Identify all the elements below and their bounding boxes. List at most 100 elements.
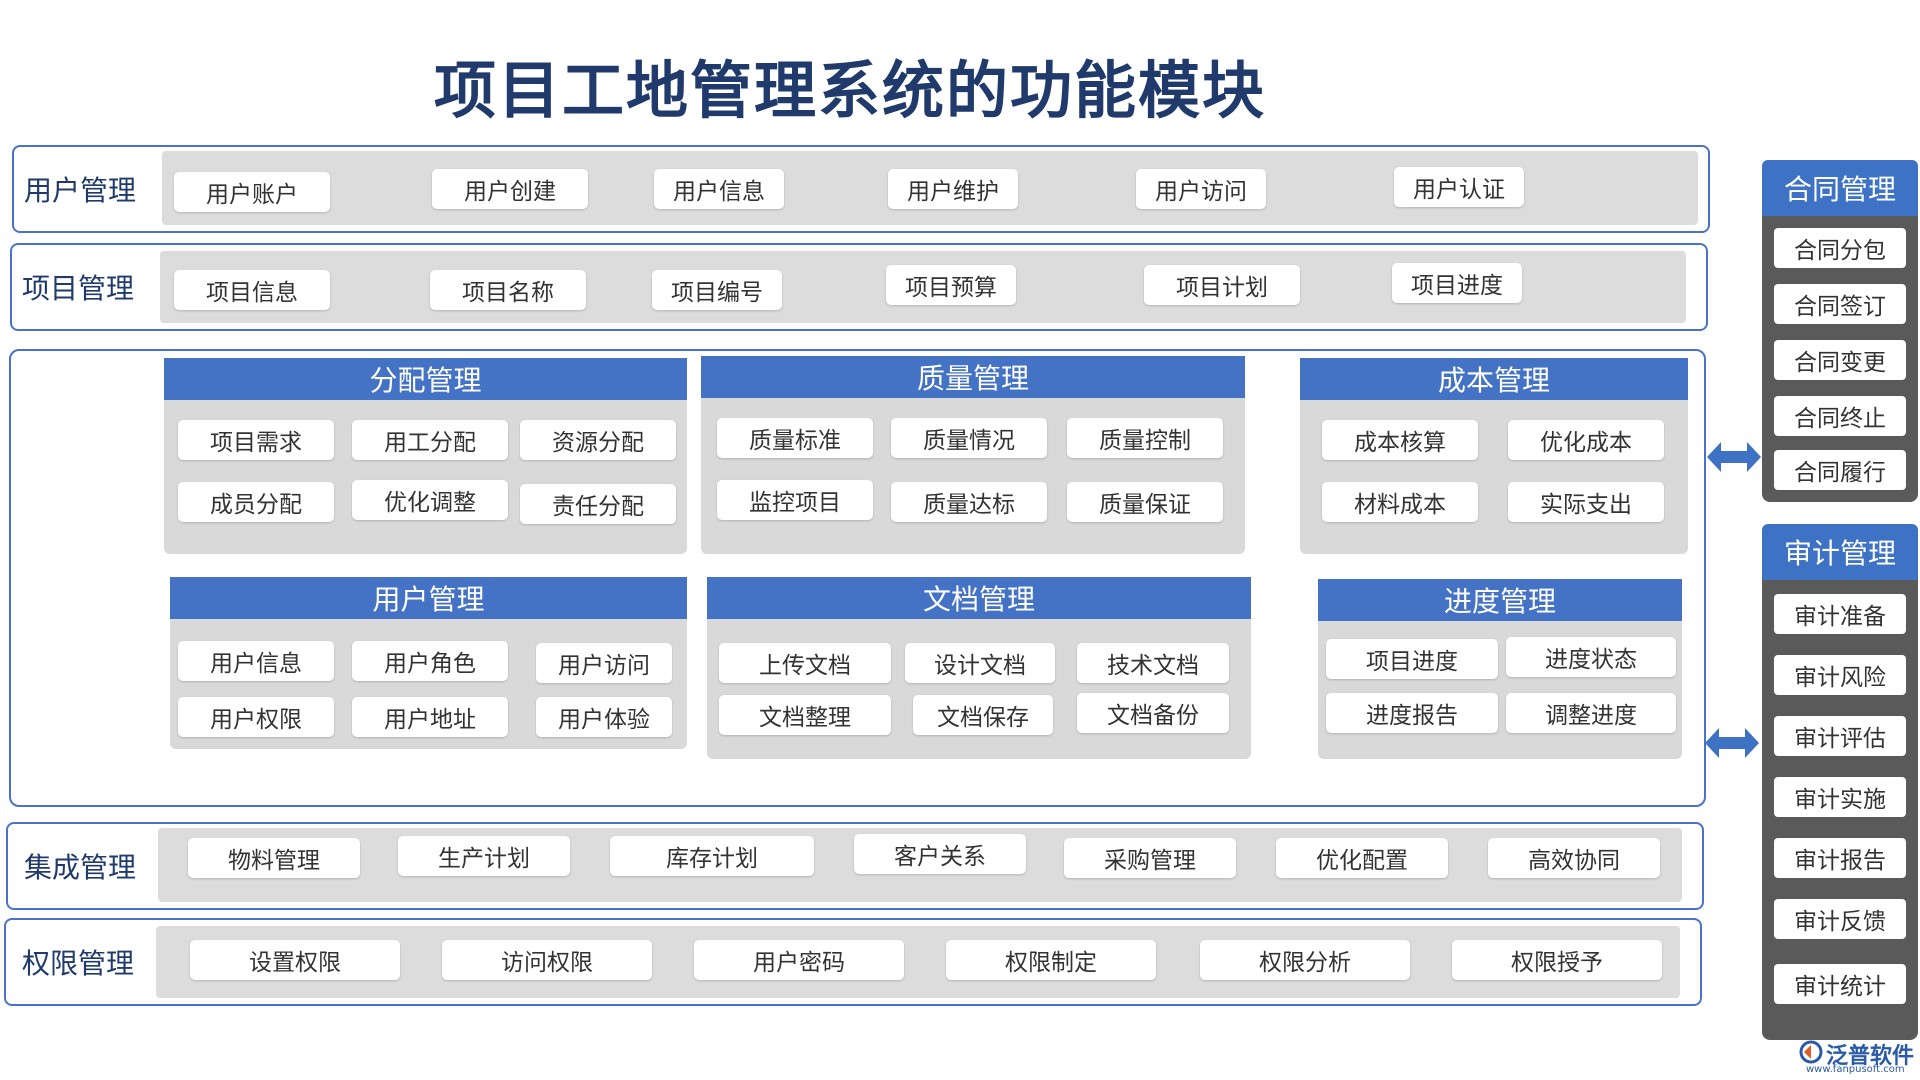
double-arrow-icon (1707, 442, 1761, 472)
module-item[interactable]: 监控项目 (717, 480, 873, 520)
core-modules-container: 分配管理 项目需求 用工分配 资源分配 成员分配 优化调整 责任分配 质量管理 … (9, 349, 1706, 807)
module-item[interactable]: 用户角色 (352, 641, 508, 681)
module-item[interactable]: 质量达标 (891, 482, 1047, 522)
contract-item[interactable]: 合同分包 (1774, 228, 1906, 268)
integration-item[interactable]: 高效协同 (1488, 838, 1660, 878)
project-number-item[interactable]: 项目编号 (652, 270, 782, 310)
permission-item[interactable]: 用户密码 (694, 940, 904, 980)
allocation-module: 分配管理 项目需求 用工分配 资源分配 成员分配 优化调整 责任分配 (164, 358, 687, 554)
permission-item[interactable]: 权限分析 (1200, 940, 1410, 980)
permission-item[interactable]: 访问权限 (442, 940, 652, 980)
brand-logo: 泛普软件 www.fanpusoft.com (1798, 1038, 1918, 1078)
project-management-row: 项目管理 项目信息 项目名称 项目编号 项目预算 项目计划 项目进度 (10, 243, 1708, 331)
integration-item[interactable]: 采购管理 (1064, 838, 1236, 878)
module-item[interactable]: 成本核算 (1322, 420, 1478, 460)
module-item[interactable]: 质量情况 (891, 418, 1047, 458)
row-label: 用户管理 (24, 174, 137, 207)
module-item[interactable]: 用户权限 (178, 697, 334, 737)
panel-title: 合同管理 (1762, 160, 1918, 216)
module-item[interactable]: 文档备份 (1077, 693, 1229, 733)
row-label: 集成管理 (24, 851, 137, 884)
module-item[interactable]: 用户体验 (536, 697, 672, 737)
contract-item[interactable]: 合同签订 (1774, 284, 1906, 324)
module-title: 文档管理 (707, 577, 1251, 619)
project-name-item[interactable]: 项目名称 (430, 270, 586, 310)
module-item[interactable]: 责任分配 (520, 484, 676, 524)
quality-module: 质量管理 质量标准 质量情况 质量控制 监控项目 质量达标 质量保证 (701, 356, 1245, 554)
module-item[interactable]: 质量保证 (1067, 482, 1223, 522)
panel-title: 审计管理 (1762, 524, 1918, 580)
row-panel (156, 926, 1680, 998)
module-item[interactable]: 用户地址 (352, 697, 508, 737)
user-maintain-item[interactable]: 用户维护 (888, 169, 1018, 209)
module-item[interactable]: 用户信息 (178, 641, 334, 681)
module-item[interactable]: 优化成本 (1508, 420, 1664, 460)
double-arrow-icon (1705, 728, 1759, 758)
module-item[interactable]: 资源分配 (520, 420, 676, 460)
module-item[interactable]: 上传文档 (719, 643, 891, 683)
audit-item[interactable]: 审计风险 (1774, 655, 1906, 695)
integration-item[interactable]: 客户关系 (854, 834, 1026, 874)
brand-logo-icon (1799, 1040, 1823, 1064)
integration-management-row: 集成管理 物料管理 生产计划 库存计划 客户关系 采购管理 优化配置 高效协同 (6, 822, 1704, 910)
module-item[interactable]: 进度报告 (1326, 693, 1498, 733)
module-title: 质量管理 (701, 356, 1245, 398)
module-item[interactable]: 材料成本 (1322, 482, 1478, 522)
permission-item[interactable]: 权限制定 (946, 940, 1156, 980)
user-module: 用户管理 用户信息 用户角色 用户访问 用户权限 用户地址 用户体验 (170, 577, 687, 749)
user-create-item[interactable]: 用户创建 (432, 169, 588, 209)
module-item[interactable]: 文档整理 (719, 695, 891, 735)
brand-name: 泛普软件 (1826, 1044, 1915, 1069)
module-item[interactable]: 调整进度 (1506, 693, 1676, 733)
row-label: 项目管理 (22, 272, 135, 305)
audit-item[interactable]: 审计评估 (1774, 716, 1906, 756)
module-item[interactable]: 优化调整 (352, 480, 508, 520)
module-item[interactable]: 技术文档 (1077, 643, 1229, 683)
module-item[interactable]: 用工分配 (352, 420, 508, 460)
module-item[interactable]: 项目进度 (1326, 639, 1498, 679)
module-item[interactable]: 质量控制 (1067, 418, 1223, 458)
permission-item[interactable]: 设置权限 (190, 940, 400, 980)
contract-item[interactable]: 合同履行 (1774, 450, 1906, 490)
audit-item[interactable]: 审计准备 (1774, 594, 1906, 634)
integration-item[interactable]: 优化配置 (1276, 838, 1448, 878)
module-item[interactable]: 文档保存 (913, 695, 1053, 735)
audit-item[interactable]: 审计统计 (1774, 964, 1906, 1004)
module-item[interactable]: 实际支出 (1508, 482, 1664, 522)
row-label: 权限管理 (22, 947, 135, 980)
cost-module: 成本管理 成本核算 优化成本 材料成本 实际支出 (1300, 358, 1688, 554)
module-item[interactable]: 成员分配 (178, 482, 334, 522)
audit-item[interactable]: 审计实施 (1774, 777, 1906, 817)
permission-management-row: 权限管理 设置权限 访问权限 用户密码 权限制定 权限分析 权限授予 (4, 918, 1702, 1006)
module-title: 进度管理 (1318, 579, 1682, 621)
brand-url: www.fanpusoft.com (1806, 1064, 1905, 1075)
module-item[interactable]: 进度状态 (1506, 637, 1676, 677)
document-module: 文档管理 上传文档 设计文档 技术文档 文档整理 文档保存 文档备份 (707, 577, 1251, 759)
module-title: 成本管理 (1300, 358, 1688, 400)
user-auth-item[interactable]: 用户认证 (1394, 167, 1524, 207)
user-management-row: 用户管理 用户账户 用户创建 用户信息 用户维护 用户访问 用户认证 (12, 145, 1710, 233)
project-info-item[interactable]: 项目信息 (174, 270, 330, 310)
module-item[interactable]: 设计文档 (905, 643, 1055, 683)
permission-item[interactable]: 权限授予 (1452, 940, 1662, 980)
audit-item[interactable]: 审计反馈 (1774, 899, 1906, 939)
project-progress-item[interactable]: 项目进度 (1392, 263, 1522, 303)
module-title: 分配管理 (164, 358, 687, 400)
project-budget-item[interactable]: 项目预算 (886, 265, 1016, 305)
contract-item[interactable]: 合同终止 (1774, 396, 1906, 436)
audit-item[interactable]: 审计报告 (1774, 838, 1906, 878)
module-title: 用户管理 (170, 577, 687, 619)
module-item[interactable]: 项目需求 (178, 420, 334, 460)
user-account-item[interactable]: 用户账户 (174, 172, 330, 212)
user-access-item[interactable]: 用户访问 (1136, 169, 1266, 209)
contract-item[interactable]: 合同变更 (1774, 340, 1906, 380)
project-plan-item[interactable]: 项目计划 (1144, 265, 1300, 305)
module-item[interactable]: 用户访问 (536, 643, 672, 683)
user-info-item[interactable]: 用户信息 (654, 169, 784, 209)
integration-item[interactable]: 生产计划 (398, 836, 570, 876)
module-item[interactable]: 质量标准 (717, 418, 873, 458)
integration-item[interactable]: 库存计划 (610, 836, 814, 876)
integration-item[interactable]: 物料管理 (188, 838, 360, 878)
page-title: 项目工地管理系统的功能模块 (433, 54, 1266, 127)
progress-module: 进度管理 项目进度 进度状态 进度报告 调整进度 (1318, 579, 1682, 759)
